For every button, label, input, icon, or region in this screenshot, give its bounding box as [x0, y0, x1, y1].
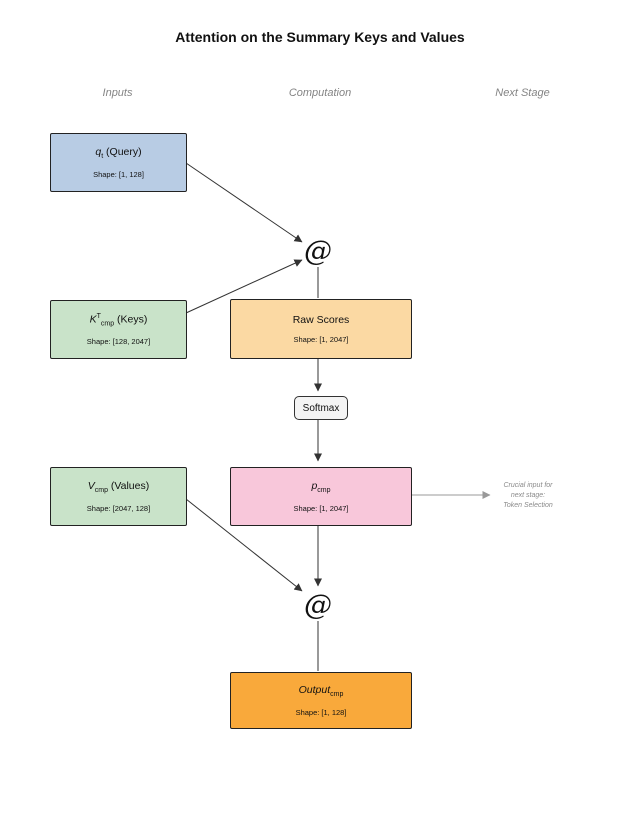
- next-stage-annotation: Crucial input for next stage: Token Sele…: [480, 481, 576, 511]
- softmax-node: Softmax: [294, 396, 348, 420]
- node-values-label: Vcmp (Values): [87, 480, 150, 495]
- node-raw-scores-label: Raw Scores: [292, 314, 350, 326]
- node-output-shape: Shape: [1, 128]: [295, 707, 347, 717]
- node-query-shape: Shape: [1, 128]: [93, 169, 144, 179]
- node-values-shape: Shape: [2047, 128]: [86, 503, 151, 513]
- node-keys-shape: Shape: [128, 2047]: [86, 336, 151, 346]
- node-p-cmp-shape: Shape: [1, 2047]: [293, 503, 349, 513]
- node-output: Outputcmp Shape: [1, 128]: [230, 672, 412, 729]
- node-keys-label: KTcmp (Keys): [89, 313, 148, 328]
- node-output-label: Outputcmp: [298, 684, 344, 699]
- node-values: Vcmp (Values) Shape: [2047, 128]: [50, 467, 187, 526]
- node-p-cmp-label: pcmp: [311, 480, 331, 495]
- matmul-operator-1: @: [304, 234, 332, 267]
- node-keys: KTcmp (Keys) Shape: [128, 2047]: [50, 300, 187, 359]
- matmul-operator-2: @: [304, 588, 332, 621]
- node-raw-scores-shape: Shape: [1, 2047]: [293, 335, 349, 344]
- annotation-line-1: Crucial input for: [503, 482, 553, 489]
- column-header-next-stage: Next Stage: [495, 87, 550, 99]
- column-header-inputs: Inputs: [102, 87, 133, 99]
- annotation-line-3: Token Selection: [503, 502, 553, 510]
- node-query-label: qt (Query): [95, 146, 142, 161]
- node-query: qt (Query) Shape: [1, 128]: [50, 133, 187, 192]
- diagram-title: Attention on the Summary Keys and Values: [175, 29, 465, 45]
- node-raw-scores: Raw Scores Shape: [1, 2047]: [230, 299, 412, 359]
- node-p-cmp: pcmp Shape: [1, 2047]: [230, 467, 412, 526]
- column-header-computation: Computation: [288, 87, 352, 99]
- edge-keys-to-matmul1: [185, 259, 303, 314]
- edge-values-to-matmul2: [185, 498, 303, 592]
- annotation-line-2: next stage:: [510, 492, 546, 500]
- edge-query-to-matmul1: [185, 162, 303, 243]
